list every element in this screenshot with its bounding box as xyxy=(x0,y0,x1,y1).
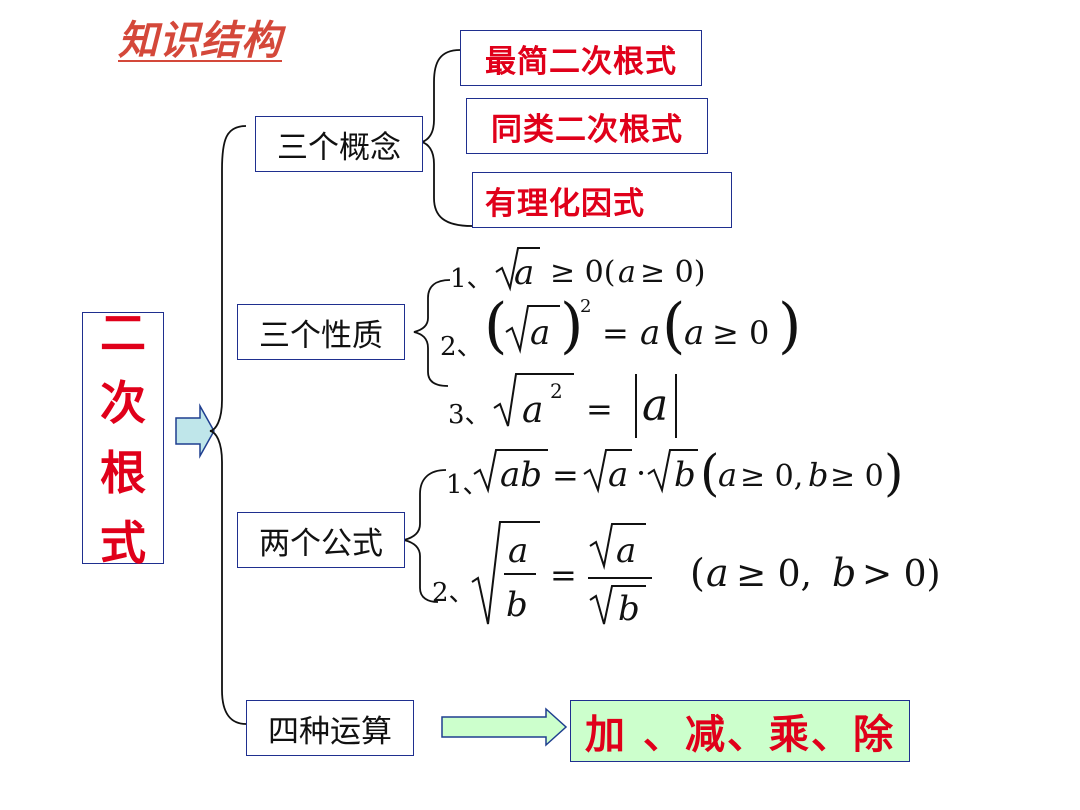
svg-text:): ) xyxy=(560,291,583,361)
operations-result: 加 、减、乘、除 xyxy=(570,700,910,762)
svg-text:(: ( xyxy=(662,291,685,361)
svg-text:≥ 0: ≥ 0 xyxy=(830,459,884,494)
svg-text:> 0): > 0) xyxy=(862,554,941,595)
root-char: 二 xyxy=(100,306,146,360)
svg-text:a: a xyxy=(642,380,668,431)
svg-text:a: a xyxy=(684,313,704,353)
root-arrow-icon xyxy=(175,403,215,459)
concept-item: 最简二次根式 xyxy=(460,30,702,86)
branch-concepts: 三个概念 xyxy=(255,116,423,172)
svg-text:a: a xyxy=(530,313,550,353)
diagram-title: 知识结构 xyxy=(118,18,282,64)
formula-1: ab = a · b ( a ≥ 0, b ≥ 0 ) xyxy=(473,444,904,502)
root-box: 二 次 根 式 xyxy=(82,306,164,570)
svg-text:a: a xyxy=(608,455,628,495)
svg-text:(: ( xyxy=(690,551,705,595)
svg-text:≥ 0,: ≥ 0, xyxy=(736,554,812,595)
svg-text:a: a xyxy=(718,456,737,494)
svg-text:=: = xyxy=(550,556,577,594)
svg-text:=: = xyxy=(602,314,629,352)
property-formula-3: a 2 = a xyxy=(493,373,677,438)
formula-2: a b = a b xyxy=(471,521,652,629)
svg-text:a: a xyxy=(508,531,528,571)
root-char: 式 xyxy=(100,516,146,570)
properties-brace xyxy=(413,279,451,387)
property-formula-2: ( a ) 2 = a ( a ≥ 0 ) xyxy=(484,291,801,361)
branch-formulas: 两个公式 xyxy=(237,512,405,568)
property-number: 3、 xyxy=(448,400,491,430)
root-char: 次 xyxy=(100,376,146,430)
concept-item: 有理化因式 xyxy=(472,172,732,228)
root-char: 根 xyxy=(100,446,146,500)
property-number: 1、 xyxy=(450,264,493,294)
svg-text:·: · xyxy=(636,454,646,492)
main-brace xyxy=(209,125,247,725)
svg-text:(: ( xyxy=(700,444,720,502)
svg-text:b: b xyxy=(674,455,696,495)
svg-text:(: ( xyxy=(484,291,507,361)
property-number: 2、 xyxy=(440,332,483,362)
svg-text:a: a xyxy=(640,313,660,353)
concept-item: 同类二次根式 xyxy=(466,98,708,154)
svg-text:a: a xyxy=(618,255,636,290)
svg-text:): ) xyxy=(778,291,801,361)
svg-text:b: b xyxy=(506,585,528,625)
property-formula-1: a ≥ 0( a ≥ 0) xyxy=(495,247,705,293)
svg-text:a: a xyxy=(616,531,636,571)
svg-text:≥ 0(: ≥ 0( xyxy=(550,255,615,290)
branch-operations: 四种运算 xyxy=(246,700,414,756)
operations-arrow-icon xyxy=(441,707,568,747)
svg-text:≥ 0): ≥ 0) xyxy=(640,255,705,290)
svg-text:≥ 0: ≥ 0 xyxy=(712,314,769,352)
svg-text:a: a xyxy=(514,253,534,293)
svg-text:2: 2 xyxy=(550,379,563,403)
svg-text:b: b xyxy=(832,551,856,595)
svg-text:b: b xyxy=(808,456,828,494)
svg-text:b: b xyxy=(618,589,640,629)
svg-text:=: = xyxy=(552,456,579,494)
formula-2-condition: ( a ≥ 0, b > 0) xyxy=(690,551,941,595)
svg-text:a: a xyxy=(706,551,729,595)
svg-text:=: = xyxy=(586,390,613,428)
svg-text:≥ 0,: ≥ 0, xyxy=(740,459,803,494)
svg-text:a: a xyxy=(522,390,543,431)
svg-text:ab: ab xyxy=(500,455,542,495)
svg-text:2: 2 xyxy=(580,296,591,317)
svg-text:): ) xyxy=(884,444,904,502)
branch-properties: 三个性质 xyxy=(237,304,405,360)
formula-number: 2、 xyxy=(432,578,475,608)
